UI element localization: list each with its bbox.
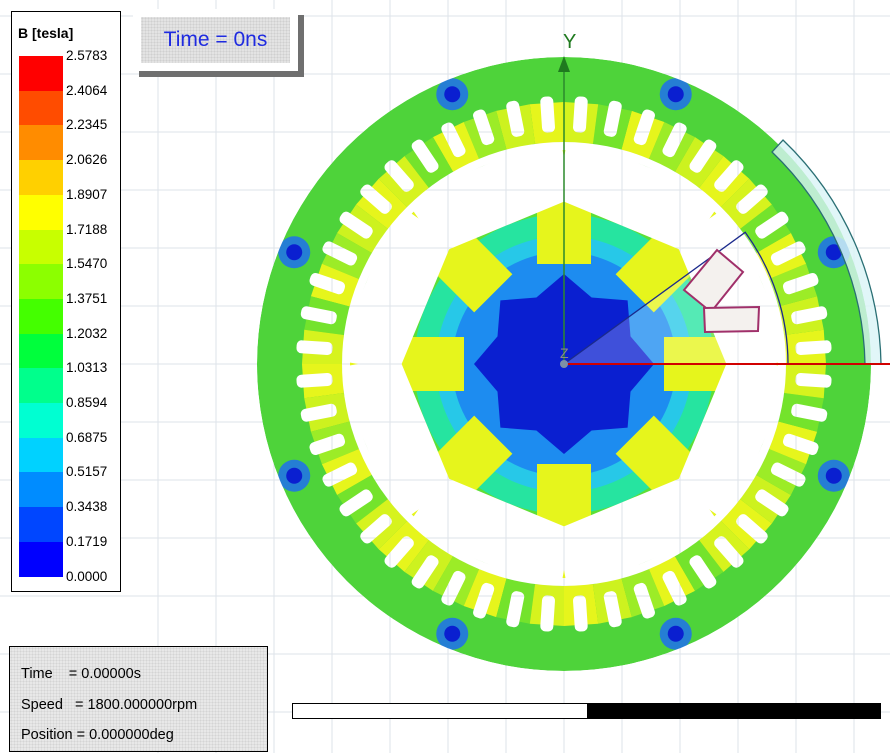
- legend-swatch: [19, 368, 63, 404]
- legend-swatch: [19, 507, 63, 543]
- legend-swatch: [19, 160, 63, 196]
- legend-swatch: [19, 229, 63, 265]
- time-banner-text: Time = 0ns: [163, 28, 268, 51]
- legend-value: 0.6875: [66, 429, 108, 445]
- legend-value: 1.3751: [66, 290, 108, 306]
- info-time: Time = 0.00000s: [21, 666, 141, 682]
- legend-value: 0.3438: [66, 499, 108, 515]
- legend-title: B [tesla]: [18, 25, 74, 41]
- legend-value: 0.8594: [66, 395, 108, 410]
- legend-swatch: [19, 298, 63, 334]
- legend-value: 1.2032: [66, 325, 108, 341]
- origin-marker: [560, 360, 568, 368]
- legend-value: 1.7188: [66, 221, 108, 237]
- legend-swatch: [19, 403, 63, 438]
- legend-swatch: [19, 472, 63, 508]
- legend-swatch: [19, 90, 63, 126]
- info-speed: Speed = 1800.000000rpm: [21, 697, 198, 713]
- legend-value: 0.5157: [66, 464, 108, 480]
- legend-value: 1.5470: [66, 256, 108, 272]
- legend-value: 0.0000: [66, 568, 108, 584]
- y-axis-arrow: [558, 56, 570, 72]
- legend-swatch: [19, 264, 63, 300]
- z-axis-label: Z: [560, 345, 569, 361]
- legend-value: 1.8907: [66, 186, 108, 202]
- legend-value: 0.1719: [66, 533, 108, 549]
- progress-fill: [586, 704, 880, 718]
- legend-swatch: [19, 437, 63, 473]
- legend-value: 1.0313: [66, 360, 108, 376]
- legend-swatch: [19, 194, 63, 230]
- field-legend: B [tesla] 2.5783 2.4064 2.2345 2.0626 1.8907…: [11, 11, 121, 592]
- legend-swatch: [19, 333, 63, 369]
- legend-swatch: [19, 56, 63, 91]
- legend-swatch: [19, 125, 63, 161]
- legend-swatch: [19, 541, 63, 577]
- simulation-info-panel: Time = 0.00000s Speed = 1800.000000rpm P…: [9, 646, 268, 752]
- y-axis-label: Y: [563, 31, 576, 53]
- legend-value: 2.5783: [66, 48, 108, 63]
- legend-value: 2.0626: [66, 152, 108, 168]
- selected-sector[interactable]: [562, 139, 882, 365]
- time-banner: Time = 0ns: [133, 9, 298, 71]
- animation-progress-bar[interactable]: [292, 703, 881, 719]
- info-position: Position = 0.000000deg: [21, 727, 174, 743]
- legend-value: 2.2345: [66, 117, 108, 133]
- legend-value: 2.4064: [66, 82, 108, 98]
